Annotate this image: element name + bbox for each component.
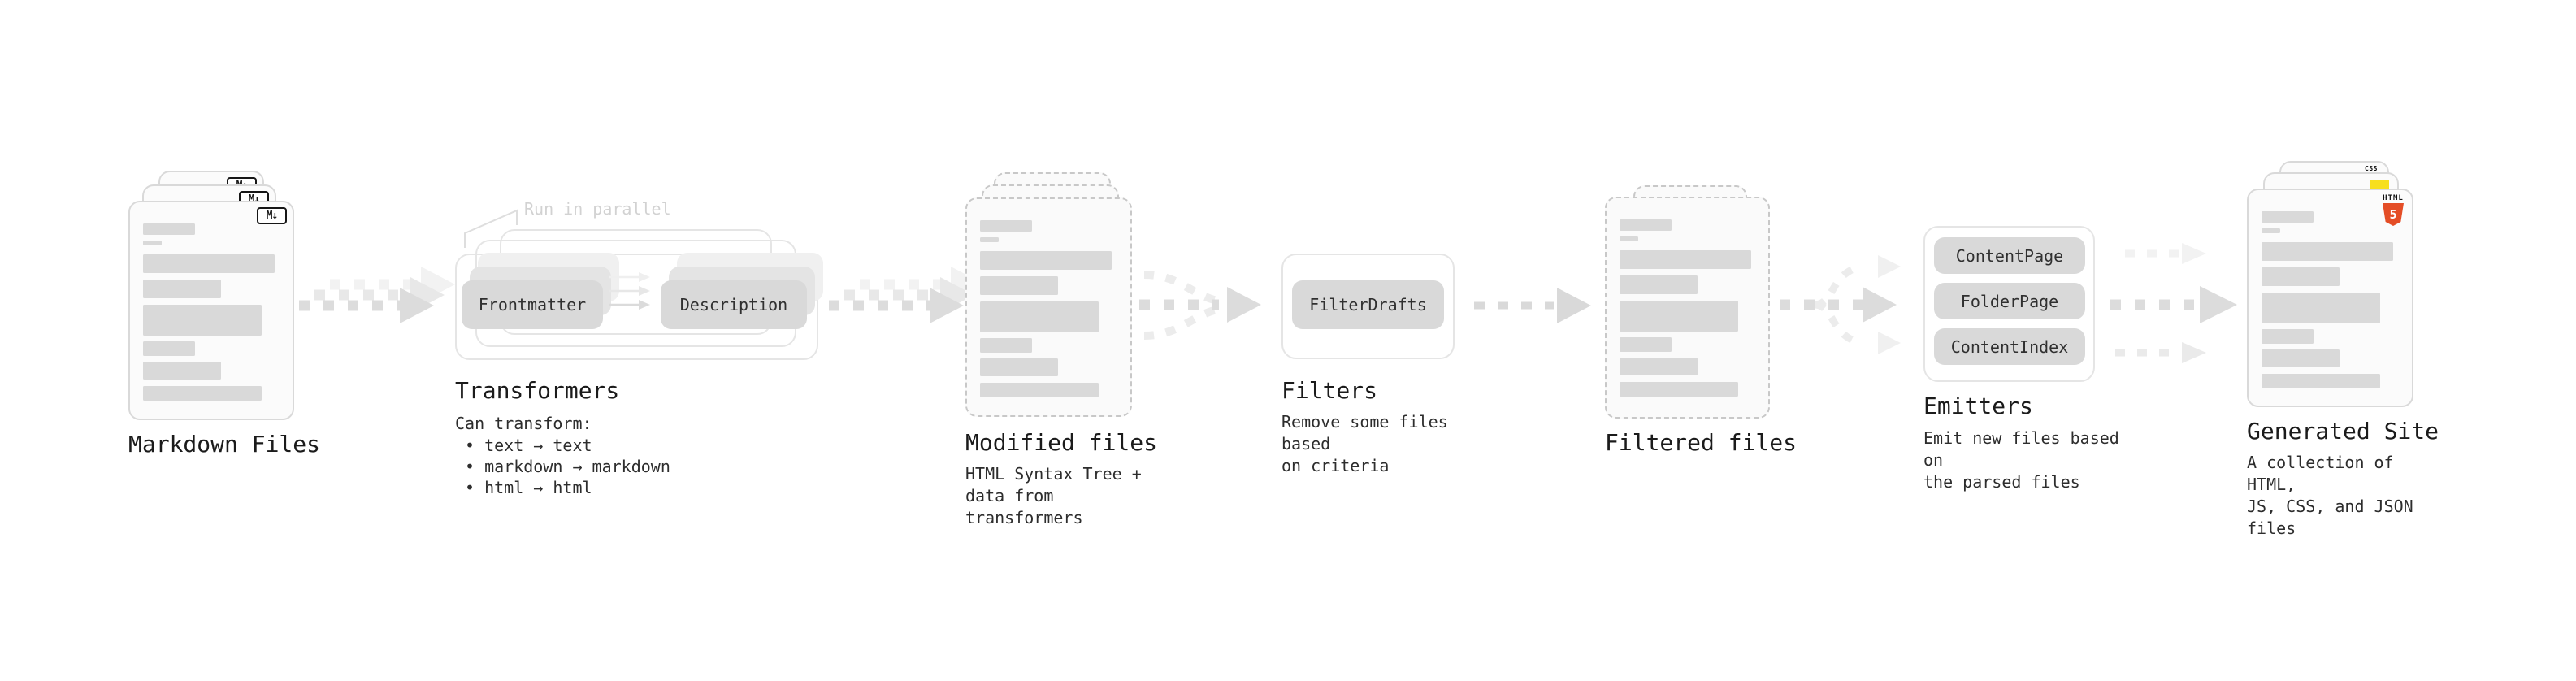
- markdown-file-card: M↓: [128, 201, 294, 420]
- transformer-frame-front: [455, 254, 818, 360]
- html5-icon: HTML 5: [2383, 195, 2404, 226]
- markdown-icon: M↓: [257, 207, 287, 224]
- description-node: Description: [661, 280, 807, 329]
- stage-modified-files: Modified files HTML Syntax Tree + data f…: [965, 172, 1160, 527]
- arrow-filtered-to-emitters: [1780, 255, 1901, 354]
- parallel-flow-arrows: [609, 272, 650, 310]
- modified-files-label: Modified files: [965, 429, 1158, 456]
- file-content-skeleton: [2262, 211, 2393, 388]
- generated-site-description: A collection of HTML, JS, CSS, and JSON …: [2247, 453, 2413, 538]
- file-content-skeleton: [980, 220, 1112, 397]
- stage-emitters: ContentPage FolderPage ContentIndex Emit…: [1923, 226, 2127, 492]
- arrow-markdown-to-transformers: [299, 267, 455, 323]
- frontmatter-node: Frontmatter: [462, 280, 603, 329]
- emitter-nodes: ContentPage FolderPage ContentIndex: [1934, 237, 2085, 365]
- filtered-files-label: Filtered files: [1605, 429, 1798, 456]
- stage-generated-site: CSS HTML 5 Generated Site A collection o…: [2247, 161, 2442, 538]
- capability-item: html → html: [465, 477, 670, 498]
- stage-filtered-files: Filtered files: [1605, 185, 1797, 462]
- folderpage-node: FolderPage: [1934, 283, 2085, 319]
- modified-file-card: [965, 197, 1132, 417]
- contentindex-node: ContentIndex: [1934, 328, 2085, 365]
- arrow-modified-to-filters: [1139, 271, 1261, 340]
- callout-line: [464, 209, 518, 248]
- arrow-filters-to-filtered: [1474, 288, 1591, 323]
- modified-files-description: HTML Syntax Tree + data from transformer…: [965, 464, 1142, 527]
- capability-item: text → text: [465, 435, 670, 456]
- file-content-skeleton: [143, 223, 275, 401]
- generated-site-label: Generated Site: [2247, 418, 2439, 445]
- contentpage-node: ContentPage: [1934, 237, 2085, 274]
- filtered-file-card: [1605, 197, 1770, 419]
- filters-description: Remove some files based on criteria: [1281, 412, 1448, 475]
- stage-transformers: Run in parallel Frontmatter Description …: [451, 197, 841, 506]
- transformers-capabilities: text → text markdown → markdown html → h…: [465, 435, 670, 498]
- markdown-files-label: Markdown Files: [128, 431, 321, 458]
- transformers-heading: Transformers: [455, 377, 620, 404]
- emitters-heading: Emitters: [1923, 393, 2033, 419]
- run-in-parallel-note: Run in parallel: [524, 199, 671, 219]
- html-file-card: HTML 5: [2247, 189, 2413, 407]
- file-content-skeleton: [1620, 219, 1751, 397]
- stage-markdown-files: M↓ M↓ M↓ Markdown Files: [128, 171, 323, 512]
- transformers-subtitle: Can transform:: [455, 414, 592, 433]
- arrow-transformers-to-modified: [829, 267, 985, 323]
- capability-item: markdown → markdown: [465, 456, 670, 477]
- javascript-icon: [2370, 180, 2389, 189]
- emitters-description: Emit new files based on the parsed files: [1923, 428, 2119, 492]
- stage-filters: FilterDrafts Filters Remove some files b…: [1281, 254, 1485, 497]
- arrow-emitters-to-site: [2110, 243, 2237, 363]
- filterdrafts-node: FilterDrafts: [1292, 280, 1444, 329]
- filters-heading: Filters: [1281, 377, 1378, 404]
